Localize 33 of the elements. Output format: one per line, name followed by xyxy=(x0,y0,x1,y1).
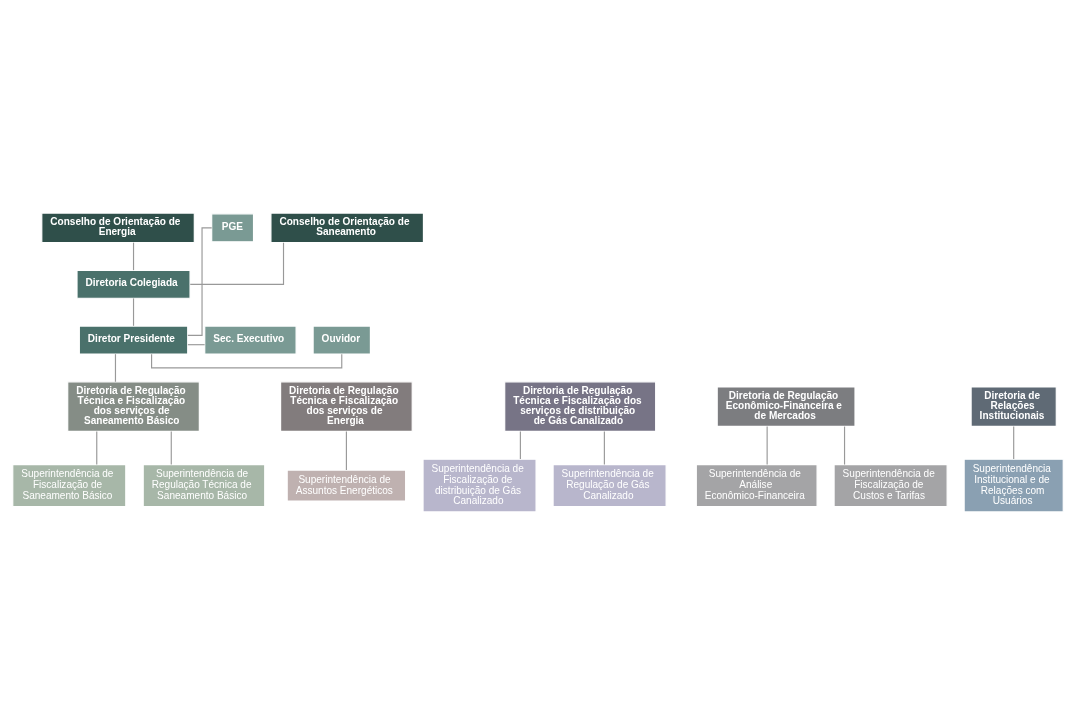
connector xyxy=(187,226,213,336)
node-box: Superintendência de Fiscalização de Saneamento Básico xyxy=(12,463,127,507)
node-box: Superintendência de Assuntos Energéticos xyxy=(286,469,407,502)
node-box: Superintendência Institucional e de Relações com Usuários xyxy=(963,458,1064,512)
node-box: Superintendência de Regulação de Gás Canalizado xyxy=(552,463,667,507)
node-box: Ouvidor xyxy=(312,325,371,355)
node-box: Superintendência de Regulação Técnica de Saneamento Básico xyxy=(142,463,266,507)
node-box: Superintendência de Análise Econômico-Financeira xyxy=(695,463,818,507)
node-box: Diretoria de Regulação Técnica e Fiscalização dos serviços de Energia xyxy=(280,380,413,432)
connector xyxy=(345,430,347,470)
connector xyxy=(114,353,117,382)
node-box: Superintendência de Fiscalização de Custos e Tarifas xyxy=(833,463,948,507)
node-box: PGE xyxy=(211,212,255,242)
node-box: Conselho de Orientação de Saneamento xyxy=(270,212,424,243)
node-box: Diretoria de Regulação Econômico-Financeira e de Mercados xyxy=(716,385,856,427)
connector xyxy=(132,241,135,271)
connector xyxy=(766,425,768,465)
connector xyxy=(170,430,172,465)
node-box: Diretoria de Regulação Técnica e Fiscalização dos serviços de distribuição de Gás Canalizado xyxy=(504,380,657,432)
connector xyxy=(519,430,521,460)
node-box: Sec. Executivo xyxy=(204,325,297,355)
connector xyxy=(843,425,846,465)
node-box: Diretor Presidente xyxy=(78,325,189,355)
connector xyxy=(132,297,135,326)
node-box: Conselho de Orientação de Energia xyxy=(41,212,195,243)
node-box: Diretoria de Regulação Técnica e Fiscalização dos serviços de Saneamento Básico xyxy=(67,380,200,432)
node-box: Diretoria de Relações Institucionais xyxy=(970,385,1057,427)
connector xyxy=(189,241,285,285)
connector xyxy=(1013,425,1015,460)
node-box: Diretoria Colegiada xyxy=(76,269,191,299)
connector xyxy=(603,430,605,465)
node-box: Superintendência de Fiscalização de distribuição de Gás Canalizado xyxy=(422,458,537,512)
connector xyxy=(96,430,98,465)
